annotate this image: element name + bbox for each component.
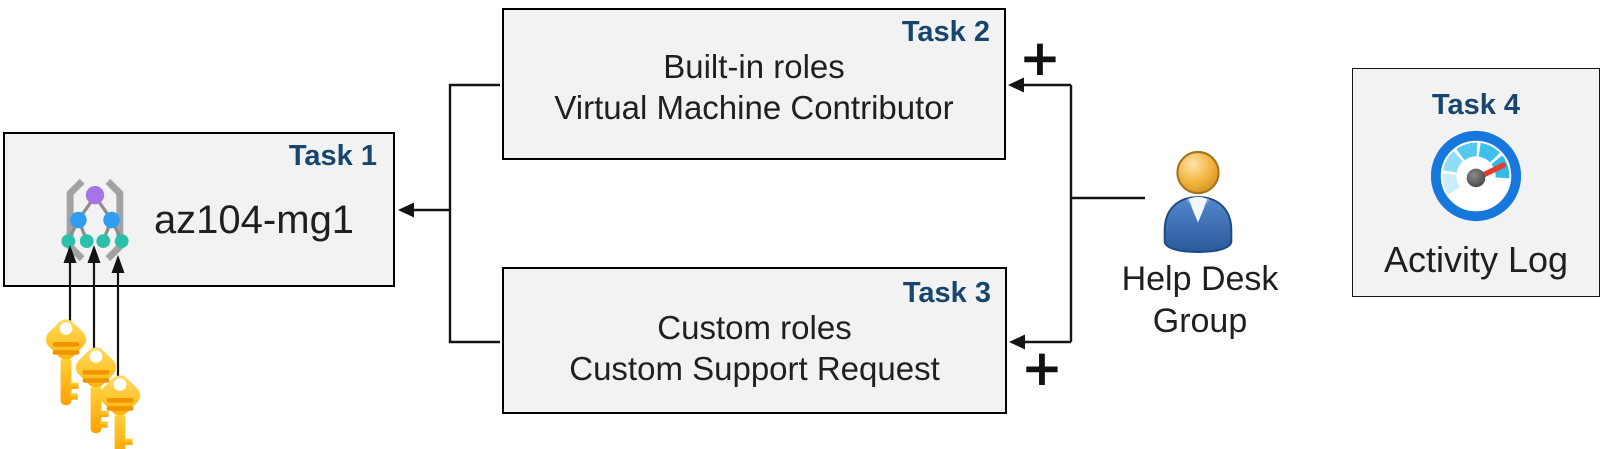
task2-box: Task 2 Built-in roles Virtual Machine Co… <box>502 8 1006 160</box>
plus-assign-custom: + <box>1021 339 1063 397</box>
user-icon <box>1163 150 1233 253</box>
task3-line1: Custom roles <box>657 309 852 346</box>
help-desk-line1: Help Desk <box>1121 260 1279 298</box>
management-group-icon <box>61 178 129 262</box>
task3-title: Task 3 <box>902 277 991 309</box>
task3-line2: Custom Support Request <box>569 350 940 387</box>
management-group-name: az104-mg1 <box>153 198 355 242</box>
help-desk-group-label: Help Desk Group <box>1098 258 1302 342</box>
task1-box: Task 1 az104-mg1 <box>3 132 395 287</box>
help-desk-line2: Group <box>1152 302 1248 340</box>
task3-box: Task 3 Custom roles Custom Support Reque… <box>502 267 1007 414</box>
task3-text: Custom roles Custom Support Request <box>504 307 1005 389</box>
task4-title: Task 4 <box>1431 89 1521 121</box>
key-icon-2 <box>75 347 117 434</box>
task2-text: Built-in roles Virtual Machine Contribut… <box>504 46 1004 128</box>
task4-label: Activity Log <box>1383 239 1569 280</box>
key-icon-3 <box>99 375 141 449</box>
task4-box: Task 4 Activity Log <box>1352 68 1600 297</box>
left-branch-connector <box>448 83 500 344</box>
task2-line2: Virtual Machine Contributor <box>554 89 954 126</box>
key-icon-1 <box>45 319 87 406</box>
plus-assign-builtin: + <box>1019 29 1061 87</box>
task2-line1: Built-in roles <box>663 48 845 85</box>
task1-title: Task 1 <box>288 140 377 172</box>
task2-title: Task 2 <box>901 16 990 48</box>
activity-log-gauge-icon <box>1430 130 1522 222</box>
arrowhead-task1 <box>398 202 414 218</box>
